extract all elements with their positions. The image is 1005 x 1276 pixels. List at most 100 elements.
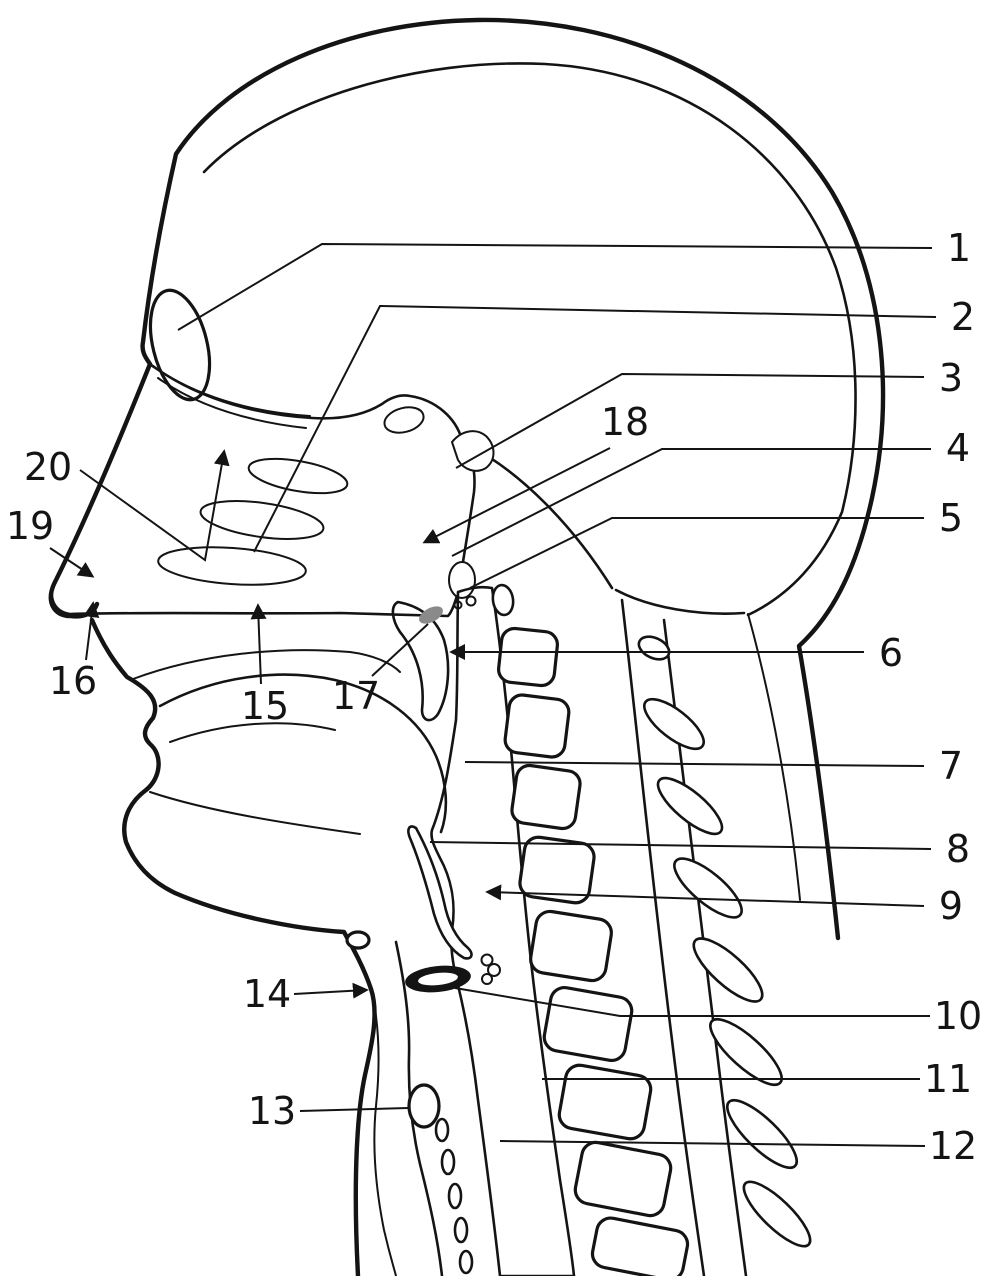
vertebra-body xyxy=(503,693,571,759)
leader-line-16 xyxy=(83,601,100,661)
label-10: 10 xyxy=(934,994,982,1038)
arytenoid-dot-3 xyxy=(481,973,493,985)
vertebra-body xyxy=(573,1140,673,1218)
head-outline xyxy=(48,17,886,1276)
label-6: 6 xyxy=(879,631,903,675)
spinous-process xyxy=(656,776,724,836)
vertebra-body xyxy=(529,909,613,983)
label-9: 9 xyxy=(939,884,963,928)
label-14: 14 xyxy=(243,972,291,1016)
vertebra-body xyxy=(497,626,559,688)
orbital-roof-lines xyxy=(151,365,311,429)
tube-opening-dot xyxy=(465,595,477,607)
spinous-processes xyxy=(637,635,812,1248)
inferior-concha xyxy=(157,546,307,586)
inner-skull-line xyxy=(202,62,857,617)
spinous-process xyxy=(692,937,764,1003)
vertebral-column xyxy=(491,583,812,1276)
nasal-cavity-region xyxy=(50,362,476,618)
vertebra-body xyxy=(510,763,582,831)
palate-and-mouth xyxy=(132,600,450,835)
leader-line-13 xyxy=(299,1107,409,1112)
vocal-fold xyxy=(405,965,471,993)
leader-line-3 xyxy=(455,372,925,469)
leader-line-14 xyxy=(293,982,369,999)
tracheal-rings xyxy=(434,1117,474,1275)
middle-concha xyxy=(199,500,325,540)
label-19: 19 xyxy=(6,504,54,548)
label-16: 16 xyxy=(49,659,97,703)
trachea-ring xyxy=(458,1249,474,1275)
dorsum-sellae xyxy=(451,430,495,472)
arytenoid-dot-1 xyxy=(480,953,494,967)
spinous-process xyxy=(742,1180,812,1248)
atlas-anterior-arch xyxy=(491,583,515,617)
vertebra-body xyxy=(557,1063,653,1141)
spinal-canal-anterior-line xyxy=(620,598,706,1276)
larynx-group xyxy=(345,825,501,1276)
epiglottis xyxy=(407,825,473,960)
hyoid-bone xyxy=(345,930,371,950)
leader-line-1 xyxy=(177,242,933,331)
sella-turcica xyxy=(383,406,425,434)
vertebral-bodies xyxy=(497,626,690,1276)
pharynx-esophagus-band xyxy=(430,585,576,1276)
cricoid-cartilage xyxy=(407,1083,441,1129)
neck-strap-line xyxy=(371,991,397,1276)
vertebra-body xyxy=(590,1216,690,1276)
label-20: 20 xyxy=(24,445,72,489)
leader-line-19 xyxy=(49,547,95,578)
skull-and-face xyxy=(48,17,886,1276)
vertebra-body xyxy=(542,985,634,1063)
nuchal-line xyxy=(747,613,801,901)
trachea-ring xyxy=(434,1117,450,1143)
label-2: 2 xyxy=(951,295,975,339)
mouth-floor-line xyxy=(149,791,361,835)
trachea-ring xyxy=(453,1216,469,1244)
label-8: 8 xyxy=(946,827,970,871)
spinous-process xyxy=(673,857,743,919)
label-7: 7 xyxy=(939,744,963,788)
label-1: 1 xyxy=(947,226,971,270)
leader-line-15 xyxy=(250,603,267,685)
leader-line-5 xyxy=(469,517,924,589)
label-5: 5 xyxy=(939,496,963,540)
label-4: 4 xyxy=(946,426,970,470)
tongue-inner-line xyxy=(169,722,336,743)
leader-line-10 xyxy=(454,987,930,1017)
leader-line-12 xyxy=(499,1140,926,1147)
leader-line-17 xyxy=(371,623,429,677)
spinous-process xyxy=(637,635,671,661)
arytenoid-dot-2 xyxy=(487,963,501,977)
label-13: 13 xyxy=(248,1089,296,1133)
leader-line-2 xyxy=(253,304,937,553)
nasal-cavity-group xyxy=(50,362,495,618)
leader-line-7 xyxy=(464,761,925,767)
mouth-roof-line xyxy=(132,649,401,680)
skull-base-line xyxy=(468,444,746,615)
tongue-outline xyxy=(158,673,448,834)
frontal-sinus xyxy=(148,288,212,402)
trachea-ring xyxy=(440,1148,456,1176)
leader-line-4 xyxy=(451,448,931,557)
leader-line-20 xyxy=(79,449,230,562)
label-15: 15 xyxy=(241,684,289,728)
soft-palate-marker xyxy=(419,606,443,624)
trachea-ring xyxy=(447,1182,463,1210)
leader-line-9 xyxy=(485,884,925,907)
torus-tubarius xyxy=(448,561,476,599)
vertebra-body xyxy=(518,835,596,905)
label-12: 12 xyxy=(929,1124,977,1168)
label-3: 3 xyxy=(939,356,963,400)
leader-line-18 xyxy=(422,447,611,544)
spinous-process xyxy=(709,1017,783,1087)
soft-palate xyxy=(391,600,450,722)
label-17: 17 xyxy=(332,674,380,718)
label-18: 18 xyxy=(601,400,649,444)
spinous-process xyxy=(643,697,705,751)
superior-concha xyxy=(247,457,349,495)
leader-line-8 xyxy=(429,841,932,850)
